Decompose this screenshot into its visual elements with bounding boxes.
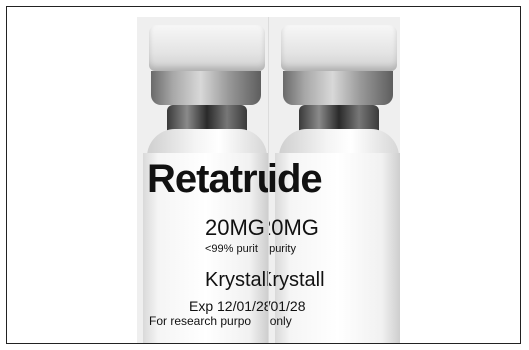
dose-label: 20MG xyxy=(205,215,265,240)
vial-shoulder xyxy=(279,129,399,157)
vial-cap xyxy=(149,25,265,71)
image-frame: Retatrut 20MG <99% purit Krystall Exp 12… xyxy=(6,6,521,344)
research-note: h purposes only xyxy=(269,314,292,328)
vial-right: atrutide 20MG 99% purity Krystall 12/01/… xyxy=(269,17,400,343)
product-name: atrutide xyxy=(269,157,323,201)
vial-photo: Retatrut 20MG <99% purit Krystall Exp 12… xyxy=(137,17,400,343)
vial-shoulder xyxy=(147,129,267,157)
vial-label xyxy=(143,153,268,343)
brand-label: Krystall xyxy=(205,269,268,291)
expiry-label: Exp 12/01/28 xyxy=(189,298,268,314)
vial-label xyxy=(275,153,400,343)
vial-crimp-seal xyxy=(283,71,393,105)
brand-label: Krystall xyxy=(269,269,325,291)
vial-cap xyxy=(281,25,397,71)
expiry-label: 12/01/28 xyxy=(269,298,306,314)
product-name: Retatrut xyxy=(147,157,268,201)
vial-left: Retatrut 20MG <99% purit Krystall Exp 12… xyxy=(137,17,268,343)
photo-divider xyxy=(268,17,269,343)
purity-label: <99% purit xyxy=(205,243,258,255)
dose-label: 20MG xyxy=(269,215,319,240)
research-note: For research purpo xyxy=(149,314,252,328)
purity-label: 99% purity xyxy=(269,243,296,255)
vial-crimp-seal xyxy=(151,71,261,105)
